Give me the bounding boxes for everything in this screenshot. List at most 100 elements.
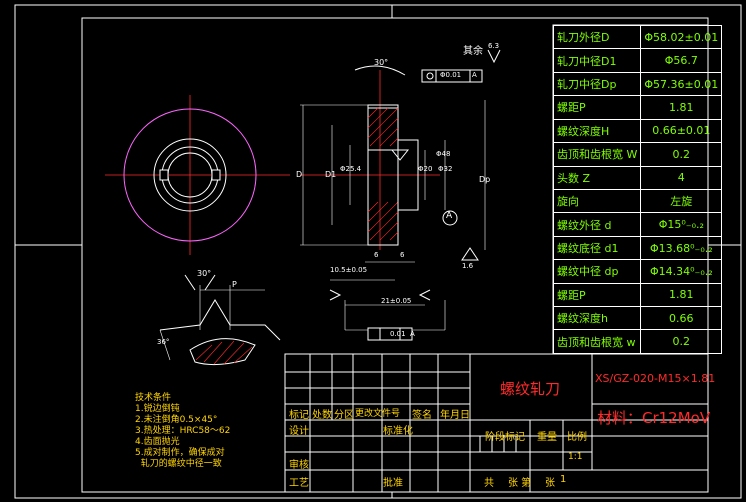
dim-6-left: 6 bbox=[374, 251, 379, 259]
param-value: Φ58.02±0.01 bbox=[640, 24, 723, 50]
param-label: 头数 Z bbox=[552, 165, 642, 190]
flatness-datum: A bbox=[410, 330, 415, 338]
rev-date: 年月日 bbox=[440, 410, 470, 421]
param-value: 0.2 bbox=[640, 329, 723, 354]
angle-profile: 30° bbox=[197, 269, 212, 278]
part-name: 螺纹轧刀 bbox=[500, 380, 561, 398]
material-label: 材料：Cr12MoV bbox=[597, 409, 711, 427]
dim-6-right: 6 bbox=[400, 251, 405, 259]
sheets-total: 共 bbox=[484, 478, 494, 489]
flatness-tolerance: 0.01 bbox=[390, 330, 406, 338]
rev-doc: 更改文件号 bbox=[355, 409, 401, 419]
dim-21: 21±0.05 bbox=[381, 297, 412, 305]
title-block bbox=[284, 353, 709, 493]
datum-a-marker: A bbox=[446, 211, 453, 221]
sheet-number: 1 bbox=[560, 474, 567, 485]
sheets-label: 张 第 bbox=[508, 478, 532, 489]
tech-note-line: 3.热处理：HRC58～62 bbox=[135, 426, 231, 436]
tech-note-line: 1.锐边倒钝 bbox=[135, 404, 180, 414]
review-label: 审核 bbox=[289, 460, 309, 471]
roughness-small: 1.6 bbox=[462, 262, 474, 270]
dim-32: Φ32 bbox=[438, 165, 453, 173]
param-label: 轧刀中径D1 bbox=[552, 48, 642, 73]
param-value: 0.66±0.01 bbox=[640, 118, 723, 144]
datum-ref: A bbox=[472, 71, 477, 79]
param-label: 螺距P bbox=[552, 95, 642, 120]
param-value: 左旋 bbox=[640, 188, 723, 214]
dim-10-5: 10.5±0.05 bbox=[330, 266, 368, 274]
standardize-label: 标准化 bbox=[383, 426, 413, 437]
dim-Dp: Dp bbox=[479, 175, 491, 184]
dim-36: 36° bbox=[157, 338, 170, 346]
dim-48: Φ48 bbox=[436, 150, 451, 158]
param-label: 螺纹底径 d1 bbox=[552, 235, 642, 261]
scale-value: 1:1 bbox=[568, 452, 583, 462]
param-label: 螺纹深度H bbox=[552, 118, 642, 144]
param-value: Φ57.36±0.01 bbox=[640, 71, 723, 97]
design-label: 设计 bbox=[289, 426, 309, 437]
dim-25: Φ25.4 bbox=[340, 165, 362, 173]
param-label: 螺纹外径 d bbox=[552, 212, 642, 237]
rev-zone: 分区 bbox=[334, 410, 354, 421]
rev-mark: 标记 bbox=[289, 410, 309, 421]
param-label: 轧刀中径Dp bbox=[552, 71, 642, 97]
tech-notes: 技术条件 1.锐边倒钝 2.未注倒角0.5×45° 3.热处理：HRC58～62… bbox=[135, 393, 230, 470]
other-roughness-label: 其余 bbox=[463, 46, 483, 57]
param-value: 4 bbox=[640, 165, 723, 190]
param-value: 1.81 bbox=[640, 282, 723, 308]
param-label: 轧刀外径D bbox=[552, 24, 642, 50]
param-label: 螺纹中径 dp bbox=[552, 259, 642, 284]
param-label: 螺距P bbox=[552, 282, 642, 308]
param-row: 旋向左旋 bbox=[552, 188, 723, 214]
param-value: Φ14.34⁰₋₀.₂ bbox=[640, 259, 723, 284]
outer-frame bbox=[14, 4, 742, 499]
runout-tolerance: Φ0.01 bbox=[440, 71, 462, 79]
weight-label: 重量 bbox=[537, 432, 557, 443]
param-label: 旋向 bbox=[552, 188, 642, 214]
rev-count: 处数 bbox=[312, 410, 332, 421]
tech-note-line: 轧刀的螺纹中径一致 bbox=[135, 459, 222, 469]
scale-label: 比例 bbox=[567, 432, 587, 443]
param-value: 0.2 bbox=[640, 142, 723, 167]
dim-20: Φ20 bbox=[418, 165, 433, 173]
param-label: 齿顶和齿根宽 w bbox=[552, 329, 642, 354]
tech-note-line: 2.未注倒角0.5×45° bbox=[135, 415, 218, 425]
roughness-main: 6.3 bbox=[488, 42, 500, 50]
param-label: 螺纹深度h bbox=[552, 306, 642, 331]
tech-note-line: 5.成对制作，确保成对 bbox=[135, 448, 225, 458]
dim-D: D bbox=[296, 170, 303, 179]
param-value: 1.81 bbox=[640, 95, 723, 120]
param-value: Φ15⁰₋₀.₂ bbox=[640, 212, 723, 237]
stage-mark-label: 阶段标记 bbox=[485, 432, 525, 443]
dim-pitch: P bbox=[232, 280, 237, 289]
section-view bbox=[300, 49, 501, 341]
sheet-unit: 张 bbox=[545, 478, 555, 489]
approve-label: 批准 bbox=[383, 478, 403, 489]
param-value: 0.66 bbox=[640, 306, 723, 331]
angle-top: 30° bbox=[374, 58, 389, 67]
tech-notes-title: 技术条件 bbox=[135, 393, 172, 403]
param-label: 齿顶和齿根宽 W bbox=[552, 142, 642, 167]
front-view bbox=[105, 95, 290, 255]
tech-note-line: 4.齿面抛光 bbox=[135, 437, 180, 447]
param-value: Φ13.68⁰₋₀.₂ bbox=[640, 235, 723, 261]
rev-sign: 签名 bbox=[412, 410, 432, 421]
process-label: 工艺 bbox=[289, 478, 309, 489]
dim-D1: D1 bbox=[325, 170, 337, 179]
param-value: Φ56.7 bbox=[640, 48, 723, 73]
